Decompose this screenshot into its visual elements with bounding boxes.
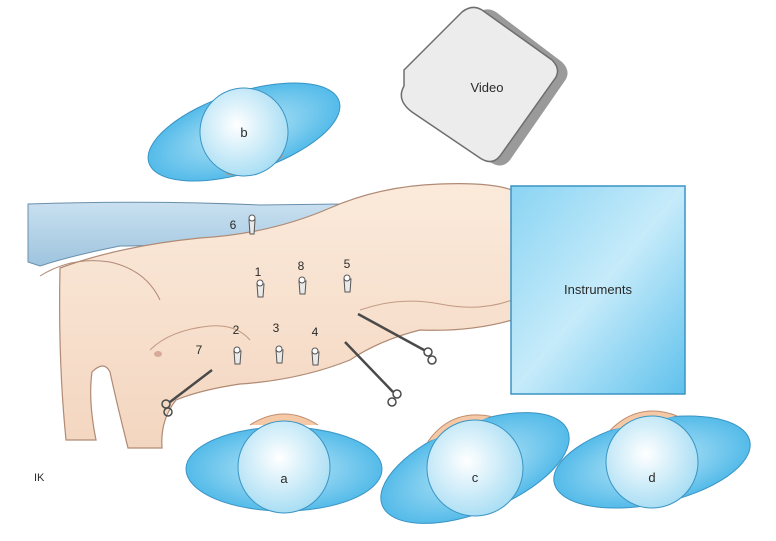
trocar-port <box>234 347 241 364</box>
port-label: 7 <box>196 343 203 357</box>
port-label: 4 <box>312 325 319 339</box>
port-label: 3 <box>273 321 280 335</box>
instrument-table: Instruments <box>511 186 685 394</box>
port-label: 2 <box>233 323 240 337</box>
staff-member-a: a <box>186 414 382 513</box>
trocar-port <box>344 275 351 292</box>
trocar-port <box>257 280 264 297</box>
video-label: Video <box>470 80 503 95</box>
instruments-label: Instruments <box>564 282 632 297</box>
trocar-port <box>299 277 306 294</box>
staff-member-c: c <box>362 381 585 541</box>
port-label: 1 <box>255 265 262 279</box>
port-label: 5 <box>344 257 351 271</box>
staff-label: b <box>240 125 247 140</box>
trocar-port <box>276 346 283 363</box>
trocar-port <box>249 215 255 234</box>
video-monitor: Video <box>401 7 567 165</box>
port-label: 8 <box>298 259 305 273</box>
laparoscopic-instrument <box>345 342 401 406</box>
figure-corner-label: IK <box>34 472 45 484</box>
staff-member-b: b <box>135 59 352 204</box>
staff-label: c <box>472 470 479 485</box>
staff-member-d: d <box>544 391 760 527</box>
staff-label: d <box>648 470 655 485</box>
staff-label: a <box>280 471 288 486</box>
port-label: 6 <box>230 218 237 232</box>
trocar-port <box>312 348 319 365</box>
